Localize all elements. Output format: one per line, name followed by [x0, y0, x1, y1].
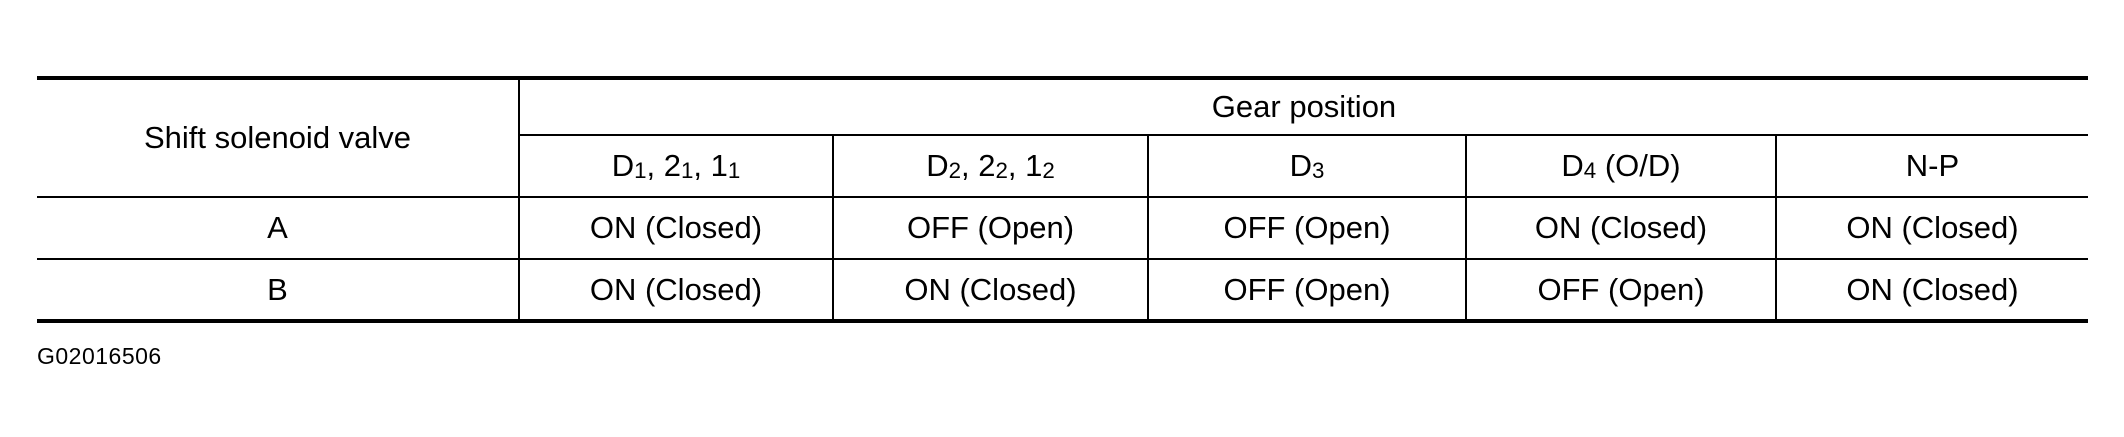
gear-position-3: D3: [1147, 134, 1467, 198]
corner-header: Shift solenoid valve: [37, 76, 520, 198]
gear-position-label: D3: [1289, 147, 1325, 184]
gear-position-label: D1, 21, 11: [611, 147, 741, 184]
gear-position-header: Gear position: [518, 76, 2088, 136]
valve-label: A: [37, 196, 520, 260]
figure-code: G02016506: [37, 343, 162, 369]
valve-state-cell: OFF (Open): [1147, 258, 1467, 323]
gear-position-label: N-P: [1905, 148, 1960, 183]
valve-state-cell: ON (Closed): [518, 258, 834, 323]
valve-state-cell: ON (Closed): [1775, 258, 2088, 323]
valve-state-cell: OFF (Open): [832, 196, 1149, 260]
valve-state-cell: ON (Closed): [1465, 196, 1777, 260]
gear-position-4: D4 (O/D): [1465, 134, 1777, 198]
valve-state-cell: ON (Closed): [1775, 196, 2088, 260]
valve-state-cell: OFF (Open): [1147, 196, 1467, 260]
gear-position-label: D4 (O/D): [1561, 147, 1681, 184]
table-row: B ON (Closed) ON (Closed) OFF (Open) OFF…: [37, 258, 2088, 323]
valve-label: B: [37, 258, 520, 323]
valve-state-cell: ON (Closed): [518, 196, 834, 260]
gear-position-1: D1, 21, 11: [518, 134, 834, 198]
gear-position-row: D1, 21, 11 D2, 22, 12 D3 D4 (O/D) N-P: [37, 134, 2088, 198]
gear-position-5: N-P: [1775, 134, 2088, 198]
valve-state-cell: ON (Closed): [832, 258, 1149, 323]
gear-position-2: D2, 22, 12: [832, 134, 1149, 198]
table-header-row: Shift solenoid valve Gear position: [37, 76, 2088, 198]
valve-state-cell: OFF (Open): [1465, 258, 1777, 323]
gear-position-label: D2, 22, 12: [926, 147, 1055, 184]
table-row: A ON (Closed) OFF (Open) OFF (Open) ON (…: [37, 196, 2088, 260]
shift-solenoid-table: Shift solenoid valve Gear position D1, 2…: [37, 76, 2088, 323]
